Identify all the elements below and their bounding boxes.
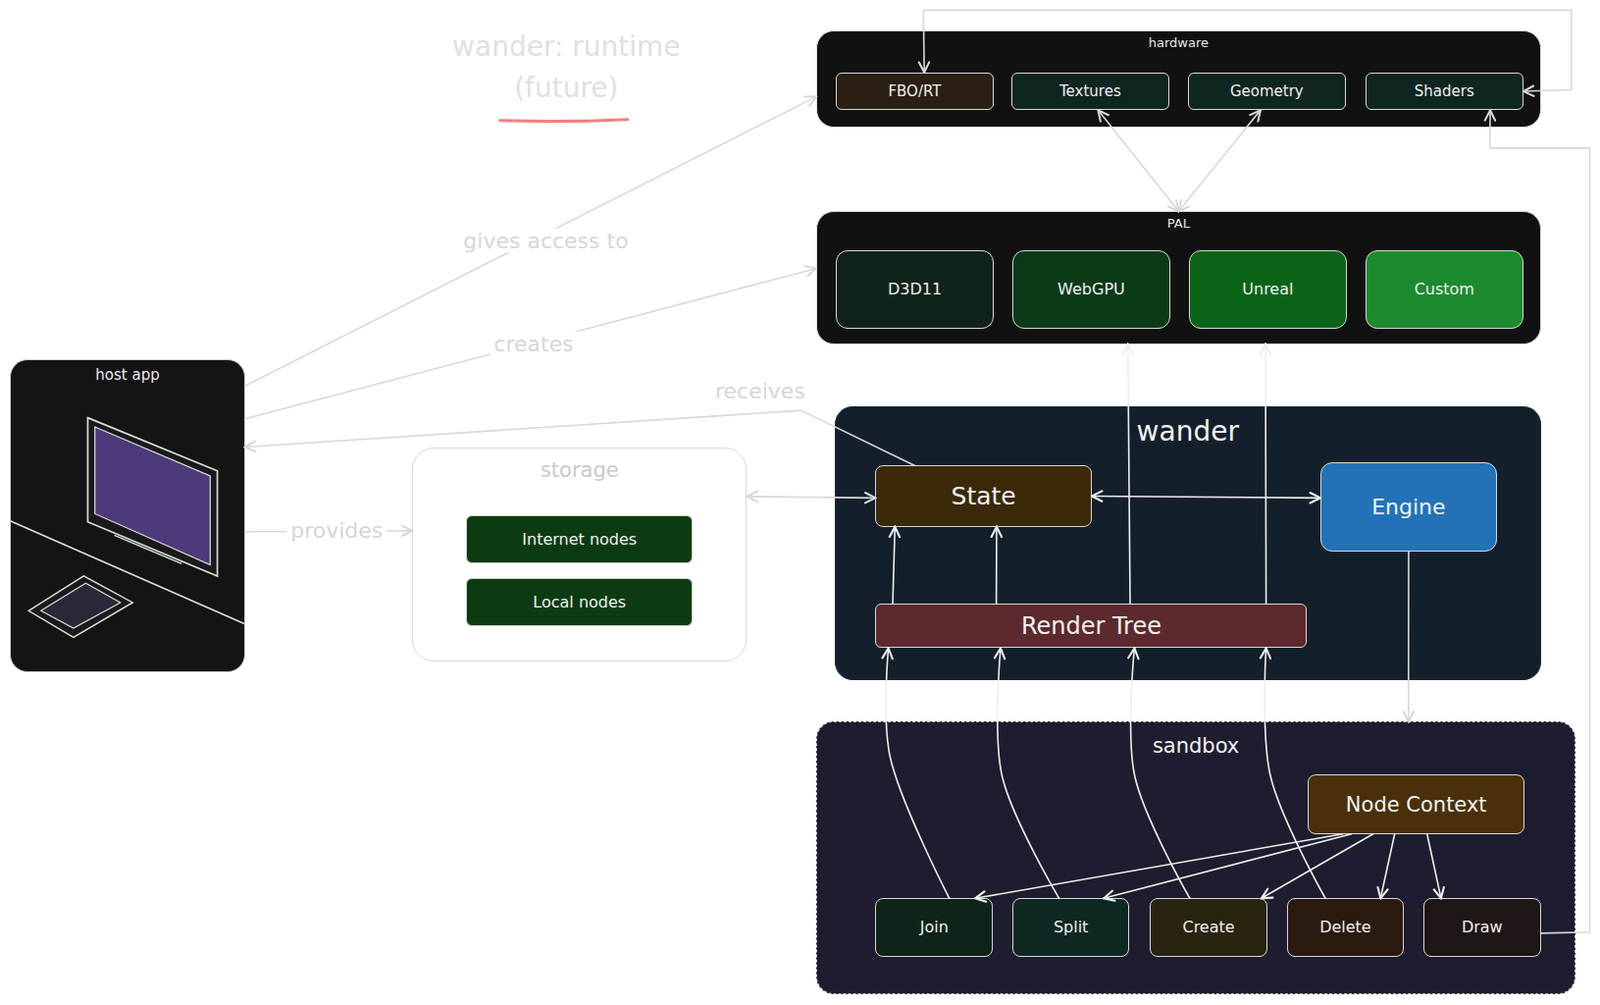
connector bbox=[1380, 833, 1394, 899]
diagram-title: wander: runtime (future) bbox=[423, 26, 710, 109]
resource-box: Geometry bbox=[1187, 72, 1346, 110]
app-panel: host app bbox=[9, 359, 245, 672]
tablet-body bbox=[28, 575, 133, 637]
node-label: Node Context bbox=[1345, 792, 1488, 817]
node-label: Engine bbox=[1371, 494, 1446, 519]
connector bbox=[1091, 495, 1321, 498]
node-label: PAL bbox=[817, 215, 1541, 231]
operation-box: Split bbox=[1012, 897, 1131, 956]
node-label: State bbox=[951, 481, 1017, 511]
connector bbox=[975, 833, 1343, 899]
node-label: WebGPU bbox=[1057, 279, 1126, 299]
resource-box: Shaders bbox=[1365, 72, 1524, 110]
resource-box: Textures bbox=[1011, 72, 1170, 110]
connector bbox=[746, 496, 876, 499]
node-label: FBO/RT bbox=[887, 82, 941, 101]
connector bbox=[1128, 344, 1131, 604]
storage-box: Local nodes bbox=[465, 577, 693, 626]
node-label: Internet nodes bbox=[521, 529, 637, 549]
node-label: Join bbox=[920, 917, 949, 936]
operation-box: Draw bbox=[1423, 897, 1542, 956]
component-box: Engine bbox=[1320, 462, 1497, 551]
connector bbox=[997, 647, 1060, 898]
node-label: D3D11 bbox=[887, 279, 942, 299]
node-label: Textures bbox=[1059, 82, 1122, 101]
node-label: Local nodes bbox=[532, 592, 626, 612]
backend-box: Unreal bbox=[1188, 250, 1347, 329]
operation-box: Delete bbox=[1287, 897, 1405, 956]
operation-box: Create bbox=[1149, 897, 1268, 956]
edge-label: gives access to bbox=[459, 228, 632, 254]
layer-panel: hardwareFBO/RT Textures Geometry Shaders bbox=[816, 30, 1542, 128]
node-label: sandbox bbox=[817, 733, 1575, 758]
node-label: Render Tree bbox=[1021, 612, 1162, 640]
connector bbox=[923, 9, 1572, 92]
edge-label: provides bbox=[286, 516, 387, 542]
context-box: Node Context bbox=[1307, 774, 1525, 833]
connector bbox=[885, 647, 950, 898]
title-underline bbox=[500, 119, 628, 122]
connector bbox=[245, 96, 818, 386]
backend-box: D3D11 bbox=[835, 250, 994, 329]
node-label: Custom bbox=[1414, 279, 1475, 299]
connector bbox=[1490, 109, 1591, 933]
monitor-screen bbox=[95, 426, 211, 565]
node-label: Create bbox=[1182, 917, 1235, 936]
connector bbox=[245, 529, 413, 533]
node-label: wander bbox=[835, 414, 1541, 448]
connector bbox=[1131, 647, 1190, 898]
connector bbox=[995, 526, 998, 604]
component-box: Render Tree bbox=[875, 603, 1307, 649]
monitor-stand bbox=[114, 534, 183, 564]
connector bbox=[1407, 551, 1410, 723]
sandbox-panel: sandboxNode ContextJoin Split Create Delete… bbox=[816, 721, 1576, 994]
backend-box: Custom bbox=[1365, 250, 1524, 329]
storage-box: Internet nodes bbox=[465, 515, 693, 564]
storage-panel: storageInternet nodesLocal nodes bbox=[412, 447, 747, 662]
node-label: Delete bbox=[1319, 917, 1372, 936]
connector bbox=[1264, 344, 1267, 604]
edge-label: receives bbox=[711, 378, 810, 404]
node-label: Draw bbox=[1461, 917, 1503, 936]
desk-line bbox=[9, 520, 245, 624]
connector bbox=[1264, 647, 1326, 898]
connector bbox=[1261, 833, 1374, 899]
connector bbox=[245, 410, 915, 465]
runtime-panel: wanderState EngineRender Tree bbox=[834, 406, 1542, 680]
node-label: Unreal bbox=[1241, 279, 1293, 299]
layer-panel: PAL D3D11 WebGPU Unreal Custom bbox=[816, 210, 1542, 344]
connector bbox=[1427, 833, 1442, 899]
node-label: Shaders bbox=[1414, 82, 1475, 101]
tablet-screen bbox=[41, 582, 121, 628]
node-label: host app bbox=[10, 365, 244, 384]
connector bbox=[1097, 109, 1179, 211]
edge-label: creates bbox=[489, 330, 577, 356]
component-box: State bbox=[875, 464, 1092, 526]
connector bbox=[1103, 833, 1351, 899]
connector bbox=[245, 267, 818, 418]
node-label: Geometry bbox=[1230, 82, 1304, 101]
connector bbox=[1178, 109, 1260, 211]
resource-box: FBO/RT bbox=[835, 72, 994, 110]
operation-box: Join bbox=[875, 897, 993, 956]
node-label: hardware bbox=[817, 35, 1541, 51]
monitor-frame bbox=[87, 417, 217, 576]
node-label: storage bbox=[412, 458, 746, 482]
backend-box: WebGPU bbox=[1012, 250, 1171, 329]
node-label: Split bbox=[1053, 917, 1088, 936]
connector bbox=[892, 526, 895, 604]
